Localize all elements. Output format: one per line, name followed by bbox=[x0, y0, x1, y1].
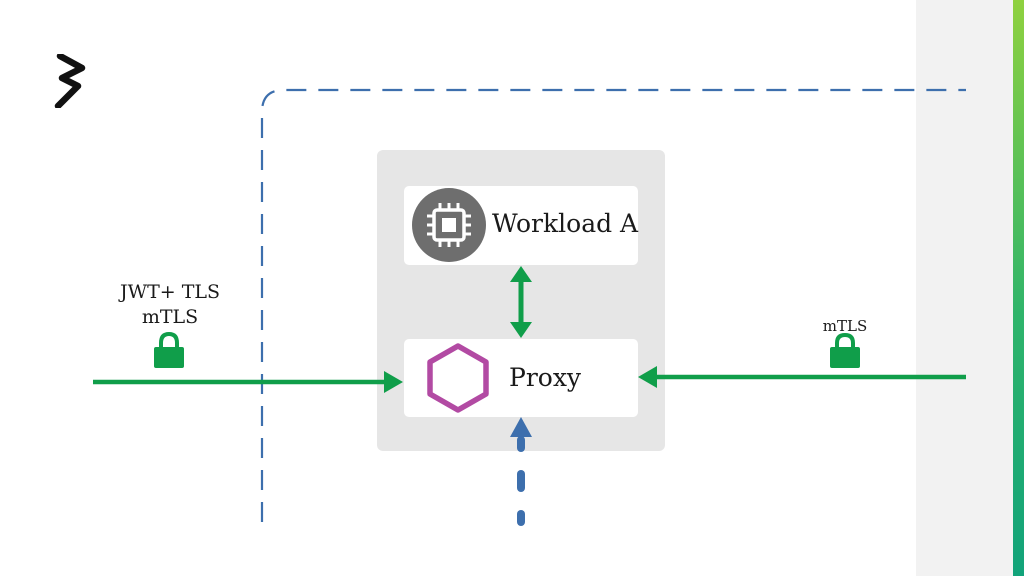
bolt-logo-icon bbox=[54, 54, 86, 108]
inbound-internal-arrow bbox=[510, 417, 532, 526]
jwt-tls-label: JWT+ TLS bbox=[119, 281, 221, 303]
accent-strip bbox=[1013, 0, 1024, 576]
right-mtls-label: mTLS bbox=[822, 317, 868, 335]
hexagon-icon bbox=[427, 343, 489, 413]
lock-icon bbox=[830, 332, 860, 368]
side-panel bbox=[916, 0, 1013, 576]
proxy-box bbox=[404, 339, 638, 417]
mesh-boundary bbox=[260, 88, 966, 522]
workload-proxy-arrow bbox=[510, 266, 532, 338]
lock-icon bbox=[154, 331, 184, 368]
inbound-mtls-arrow bbox=[638, 366, 966, 388]
proxy-label: Proxy bbox=[509, 363, 582, 392]
left-link-label: JWT+ TLS mTLS bbox=[100, 280, 240, 330]
left-mtls-label: mTLS bbox=[141, 306, 199, 328]
workload-label: Workload A bbox=[492, 209, 639, 238]
cpu-chip-icon bbox=[412, 188, 486, 262]
inbound-jwt-arrow bbox=[93, 371, 403, 393]
